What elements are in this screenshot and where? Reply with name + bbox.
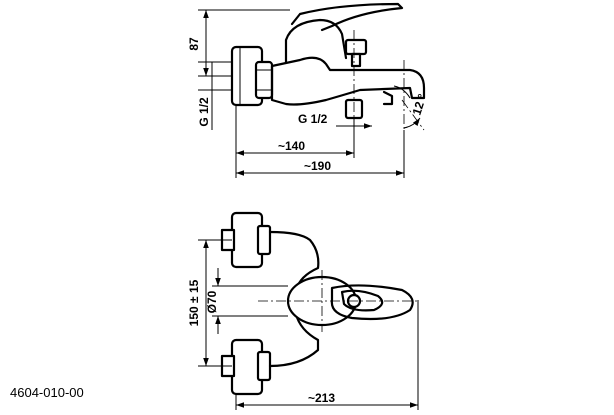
- side-mixer-body: [270, 56, 426, 106]
- product-code: 4604-010-00: [10, 385, 84, 400]
- side-coupling-nut: [254, 60, 274, 100]
- side-cartridge-dome: [284, 18, 348, 64]
- label-diameter: Ø70: [205, 290, 219, 313]
- dim-width-140: ~140: [235, 105, 355, 178]
- label-thread-spout: G 1/2: [298, 112, 328, 126]
- label-thread-left: G 1/2: [197, 97, 211, 127]
- dim-thread-left: G 1/2: [197, 61, 232, 130]
- label-140: ~140: [278, 139, 305, 153]
- front-mixer-body: [268, 230, 320, 368]
- dim-diameter: Ø70: [205, 268, 288, 334]
- label-angle: 12 °: [410, 92, 430, 117]
- label-213: ~213: [308, 391, 335, 405]
- dim-angle: 12 °: [403, 92, 430, 129]
- side-view: 87 G 1/2 G 1/2 12 ° ~140: [187, 2, 430, 178]
- side-diverter-knob: [344, 38, 368, 56]
- front-lever: [330, 284, 414, 321]
- dim-width-213: ~213: [235, 300, 419, 410]
- dim-width-190: ~190: [236, 130, 405, 178]
- dim-height-87: 87: [187, 9, 290, 77]
- side-lever: [290, 2, 404, 32]
- label-87: 87: [187, 37, 201, 51]
- label-150: 150 ± 15: [187, 279, 201, 326]
- dim-center-distance: 150 ± 15: [187, 239, 232, 367]
- label-190: ~190: [304, 159, 331, 173]
- front-view: 150 ± 15 Ø70 ~213: [187, 211, 420, 410]
